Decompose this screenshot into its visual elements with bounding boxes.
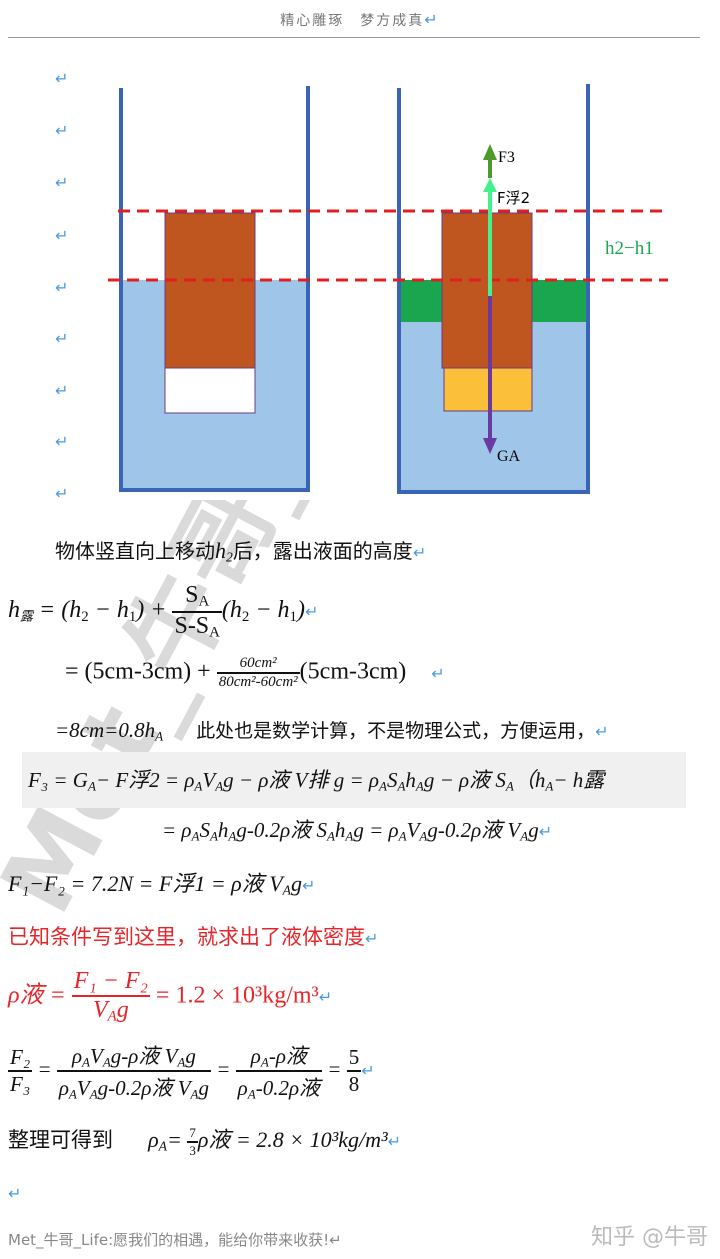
return-mark: ↵: [55, 484, 68, 503]
equation-f1-f2: F₁−F₂ = 7.2N = F浮1 = ρ液 VAg↵: [8, 871, 316, 898]
buoyancy-diagram: ↵ ↵ ↵ ↵ ↵ ↵ ↵ ↵ ↵ F3 F浮2 GA h2−h1: [55, 69, 668, 503]
gravity-arrowhead: [483, 438, 497, 454]
equation-f3: F₃ = GA− F浮2 = ρAVAg − ρ液 V排 g = ρASAhAg…: [28, 768, 605, 794]
return-mark: ↵: [55, 226, 68, 245]
return-mark: ↵: [55, 432, 68, 451]
return-mark: ↵: [55, 121, 68, 140]
right-block: [441, 212, 533, 369]
header-text: 精心雕琢 梦方成真: [280, 13, 425, 29]
ga-label: GA: [497, 448, 521, 465]
return-mark: ↵: [55, 329, 68, 348]
return-mark: ↵: [55, 173, 68, 192]
watermark-layer: Met_牛哥_Life: [0, 500, 421, 931]
f-float2-label: F浮2: [497, 189, 530, 207]
return-mark: ↵: [55, 381, 68, 400]
f3-label: F3: [498, 149, 515, 166]
zhihu-watermark: 知乎 @牛哥: [591, 1225, 708, 1250]
intro-text: 物体竖直向上移动h2后，露出液面的高度↵: [55, 538, 427, 565]
equation-f3-cont: = ρASAhAg-0.2ρ液 SAhAg = ρAVAg-0.2ρ液 VAg↵: [162, 818, 553, 844]
return-mark: ↵: [55, 69, 68, 88]
f3-arrowhead: [483, 144, 497, 160]
footer-text: Met_牛哥_Life:愿我们的相遇，能给你带来收获!↵: [8, 1231, 342, 1249]
left-block-cavity: [164, 367, 256, 414]
page-header: 精心雕琢 梦方成真↵: [0, 10, 720, 30]
right-beaker: [397, 84, 590, 494]
empty-paragraph-mark: ↵: [8, 1184, 22, 1203]
return-mark: ↵: [55, 278, 68, 297]
h-diff-label: h2−h1: [605, 238, 654, 259]
return-mark: ↵: [424, 10, 440, 29]
left-beaker: [119, 86, 310, 492]
header-divider: [8, 37, 700, 38]
float-force-arrowhead: [483, 178, 497, 192]
left-block: [164, 212, 256, 369]
red-note: 已知条件写到这里，就求出了液体密度↵: [8, 925, 379, 949]
equation-result: =8cm=0.8hA 此处也是数学计算，不是物理公式，方便运用，↵: [55, 718, 609, 744]
highlight-band: [22, 752, 686, 808]
